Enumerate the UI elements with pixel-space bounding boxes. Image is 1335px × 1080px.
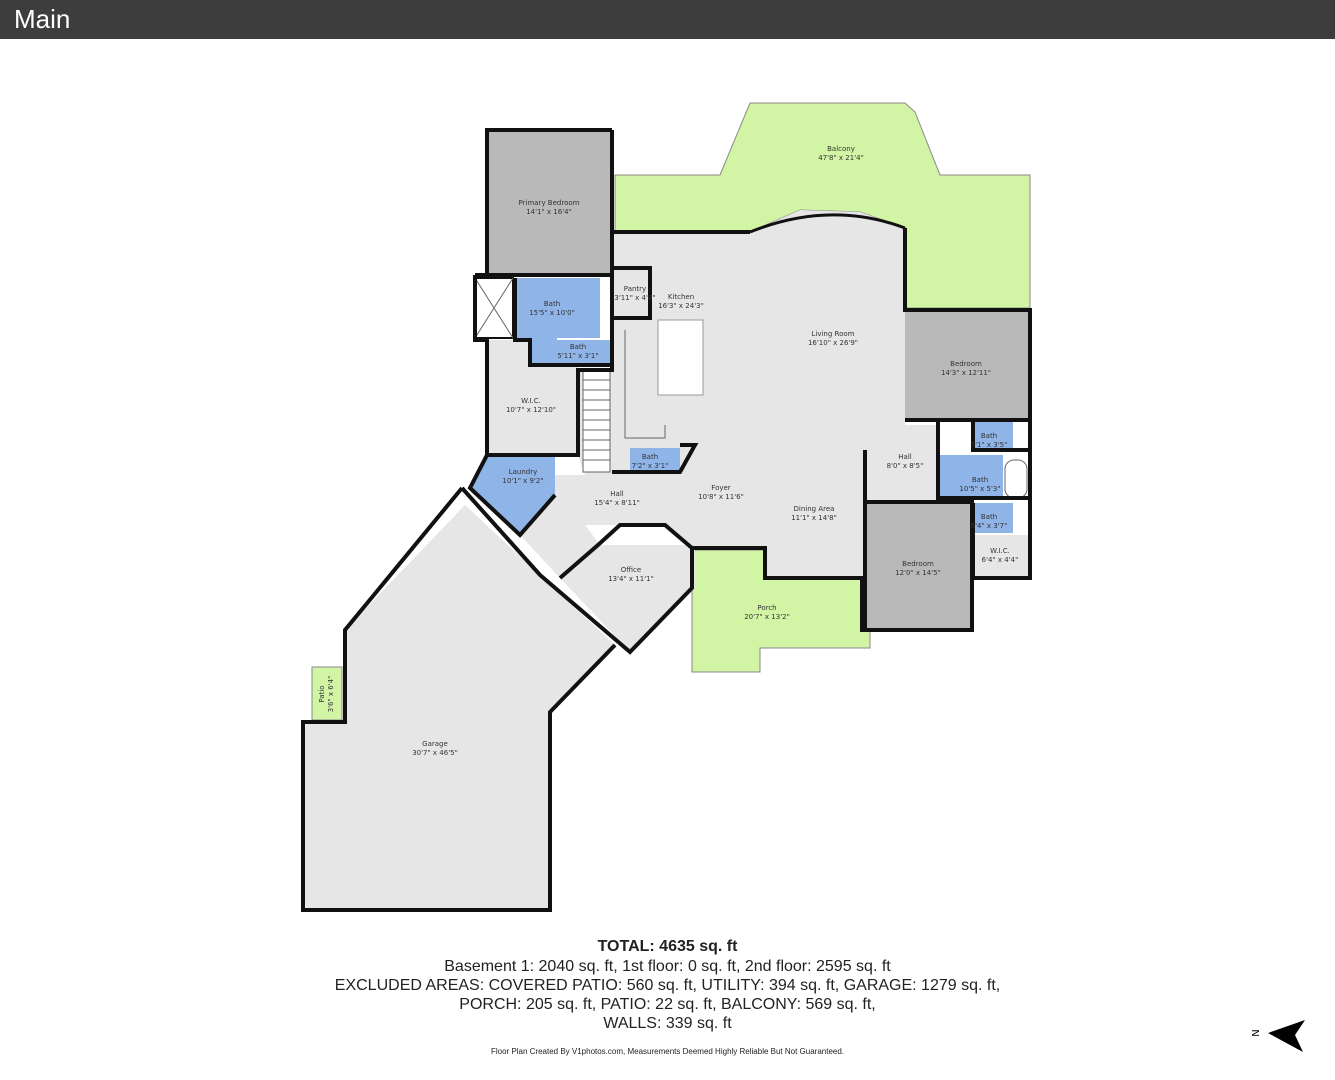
wic-right-size: 6'4" x 4'4" — [982, 556, 1019, 564]
bedroom-upper-size: 14'3" x 12'11" — [941, 369, 991, 377]
bath-hall-area — [630, 448, 680, 473]
wic-label: W.I.C. — [521, 397, 541, 405]
kitchen-label: Kitchen — [668, 293, 694, 301]
bedroom-lower-area — [865, 502, 972, 630]
bath-r2-area — [938, 455, 1003, 498]
bedroom-lower-label: Bedroom — [902, 560, 934, 568]
walls — [301, 128, 1032, 912]
floor-title: Main — [14, 4, 71, 34]
hall-right-area — [865, 425, 938, 502]
porch-size: 20'7" x 13'2" — [744, 613, 790, 621]
bath-r2-size: 10'5" x 5'3" — [959, 485, 1000, 493]
laundry-label: Laundry — [509, 468, 538, 476]
hall-right-size: 8'0" x 8'5" — [887, 462, 924, 470]
room-labels: Balcony 47'8" x 21'4" Primary Bedroom 14… — [318, 145, 1018, 757]
wic-right-area — [973, 535, 1030, 578]
patio-size: 3'6" x 6'4" — [327, 676, 335, 713]
bath-r1-size: 7'1" x 3'5" — [971, 441, 1008, 449]
laundry-size: 10'1" x 9'2" — [502, 477, 543, 485]
living-room-size: 16'10" x 26'9" — [808, 339, 858, 347]
area-line-3: PORCH: 205 sq. ft, PATIO: 22 sq. ft, BAL… — [459, 996, 876, 1013]
living-room-label: Living Room — [812, 330, 855, 338]
garage-area — [303, 505, 615, 910]
area-line-2: EXCLUDED AREAS: COVERED PATIO: 560 sq. f… — [334, 977, 1001, 994]
bath-small-area — [557, 340, 612, 364]
living-area — [578, 210, 905, 578]
bedroom-upper-label: Bedroom — [950, 360, 982, 368]
hall-left-label: Hall — [610, 490, 623, 498]
hall-left-area — [520, 475, 600, 578]
balcony-label: Balcony — [827, 145, 855, 153]
bath-r3-label: Bath — [981, 513, 997, 521]
bedroom-lower-size: 12'0" x 14'5" — [895, 569, 941, 577]
dining-size: 11'1" x 14'8" — [791, 514, 837, 522]
pantry-label: Pantry — [624, 285, 646, 293]
credit-text: Floor Plan Created By V1photos.com, Meas… — [490, 1047, 845, 1056]
staircase — [582, 369, 611, 473]
dining-label: Dining Area — [794, 505, 835, 513]
foyer-label: Foyer — [711, 484, 731, 492]
foyer-size: 10'8" x 11'6" — [698, 493, 744, 501]
bath-primary-label: Bath — [544, 300, 560, 308]
pantry-size: 3'11" x 4'8" — [614, 294, 655, 302]
bath-r2-label: Bath — [972, 476, 988, 484]
primary-bedroom-size: 14'1" x 16'4" — [526, 208, 572, 216]
bathtub — [1004, 459, 1028, 499]
wic-size: 10'7" x 12'10" — [506, 406, 556, 414]
primary-bedroom-label: Primary Bedroom — [519, 199, 580, 207]
kitchen-size: 16'3" x 24'3" — [658, 302, 704, 310]
bath-r1-label: Bath — [981, 432, 997, 440]
porch-label: Porch — [757, 604, 776, 612]
patio-label: Patio — [318, 685, 326, 702]
laundry-area — [470, 455, 555, 535]
bath-r3-size: 6'4" x 3'7" — [971, 522, 1008, 530]
bath-primary-size: 15'5" x 10'0" — [529, 309, 575, 317]
bath-r1-area — [973, 420, 1013, 450]
office-area — [560, 545, 695, 652]
north-arrow-icon: N — [1251, 1020, 1305, 1052]
primary-bedroom-area — [487, 130, 612, 275]
compass-label: N — [1251, 1029, 1262, 1036]
bedroom-upper-area — [905, 310, 1030, 420]
garage-size: 30'7" x 46'5" — [412, 749, 458, 757]
bath-hall-label: Bath — [642, 453, 658, 461]
area-line-1: Basement 1: 2040 sq. ft, 1st floor: 0 sq… — [444, 958, 891, 975]
patio-area — [311, 666, 343, 721]
hall-left-size: 15'4" x 8'11" — [594, 499, 640, 507]
balcony-size: 47'8" x 21'4" — [818, 154, 864, 162]
area-line-4: WALLS: 339 sq. ft — [603, 1015, 732, 1032]
bath-small-label: Bath — [570, 343, 586, 351]
hall-right-label: Hall — [898, 453, 911, 461]
total-area: TOTAL: 4635 sq. ft — [597, 938, 738, 955]
bath-small-size: 5'11" x 3'1" — [557, 352, 598, 360]
bath-hall-size: 7'2" x 3'1" — [632, 462, 669, 470]
office-size: 13'4" x 11'1" — [608, 575, 654, 583]
kitchen-island — [657, 319, 704, 396]
wic-right-label: W.I.C. — [990, 547, 1010, 555]
header-bar: Main — [0, 0, 1335, 39]
bath-primary-area — [515, 278, 600, 365]
bath-r3-area — [973, 503, 1013, 533]
garage-label: Garage — [422, 740, 448, 748]
office-label: Office — [621, 566, 641, 574]
